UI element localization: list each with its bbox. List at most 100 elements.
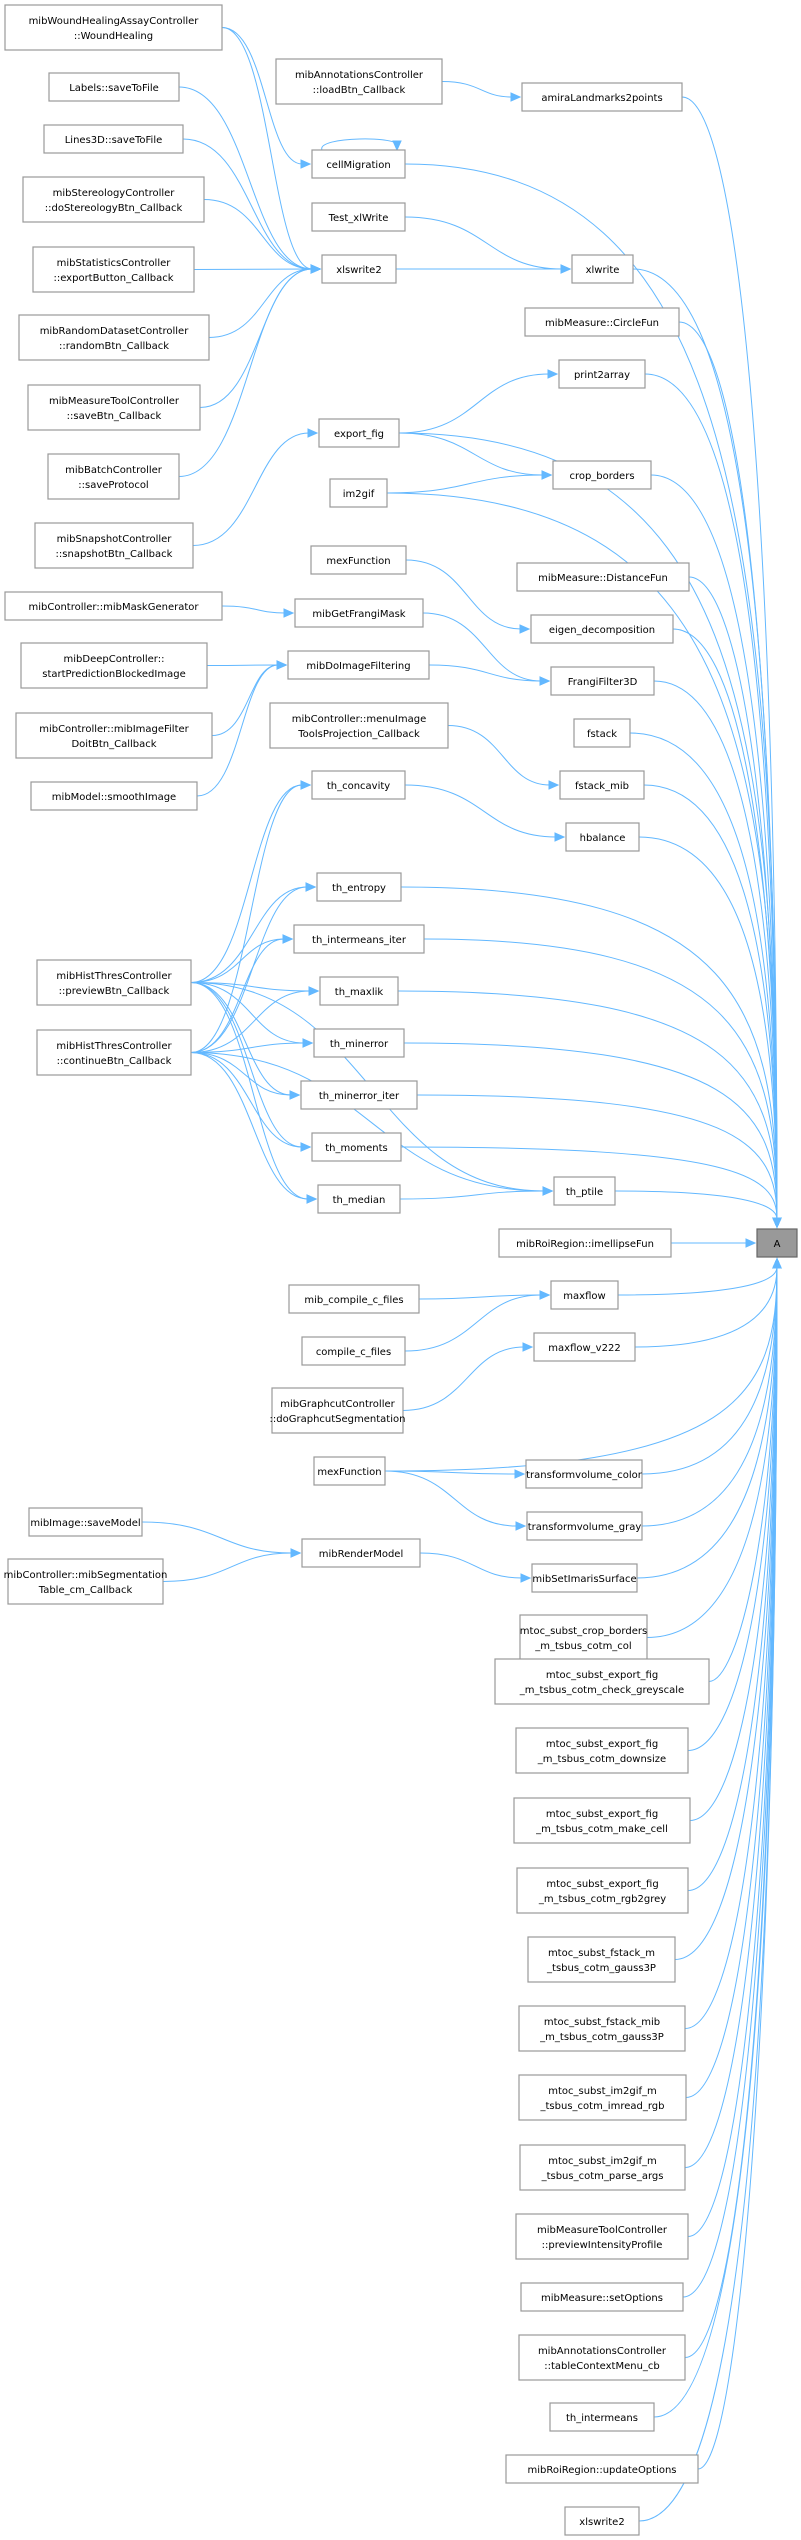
arrowhead-icon [308, 986, 320, 996]
graph-node[interactable]: th_concavity [311, 770, 406, 800]
arrowhead-icon [306, 1194, 318, 1204]
graph-node[interactable]: xlswrite2 [321, 254, 397, 284]
graph-node[interactable]: xlswrite2 [564, 2506, 640, 2536]
graph-node[interactable]: th_moments [311, 1132, 402, 1162]
graph-node[interactable]: print2array [558, 359, 646, 389]
graph-node[interactable]: th_maxlik [319, 976, 399, 1006]
graph-node[interactable]: transformvolume_gray [526, 1511, 643, 1541]
graph-node[interactable]: mibAnnotationsController::tableContextMe… [518, 2334, 686, 2381]
graph-node[interactable]: mibController::mibSegmentationTable_cm_C… [4, 1558, 168, 1605]
node-label: mibController::mibImageFilter [39, 724, 189, 735]
edge-graphcut-to-maxflow_v222 [402, 1342, 534, 1411]
arrowhead-icon [392, 140, 402, 152]
graph-node[interactable]: mibController::mibImageFilterDoitBtn_Cal… [15, 712, 213, 759]
graph-node[interactable]: mibModel::smoothImage [30, 781, 198, 811]
edge-batch_save-to-xlswrite2_mid [178, 264, 322, 477]
graph-node[interactable]: mibRoiRegion::updateOptions [505, 2454, 699, 2484]
graph-node[interactable]: mibController::menuImageToolsProjection_… [269, 702, 449, 749]
node-label: mibImage::saveModel [30, 1518, 140, 1529]
graph-node[interactable]: fstack_mib [559, 770, 645, 800]
graph-node[interactable]: xlwrite [571, 254, 634, 284]
graph-node[interactable]: mib_compile_c_files [288, 1284, 420, 1314]
node-label: mibMeasure::setOptions [541, 2293, 663, 2304]
graph-node[interactable]: th_entropy [316, 872, 402, 902]
graph-node[interactable]: maxflow [550, 1280, 619, 1310]
graph-node[interactable]: mtoc_subst_fstack_mib_m_tsbus_cotm_gauss… [518, 2005, 686, 2052]
graph-node[interactable]: mibImage::saveModel [28, 1507, 143, 1537]
graph-node[interactable]: amiraLandmarks2points [521, 82, 683, 112]
graph-node[interactable]: mtoc_subst_crop_borders_m_tsbus_cotm_col [519, 1614, 648, 1661]
graph-node[interactable]: mexFunction [310, 545, 407, 575]
graph-node[interactable]: th_minerror [313, 1028, 405, 1058]
graph-node[interactable]: mtoc_subst_export_fig_m_tsbus_cotm_downs… [515, 1727, 689, 1774]
graph-node[interactable]: FrangiFilter3D [550, 666, 655, 696]
node-label: _m_tsbus_cotm_check_greyscale [519, 1685, 684, 1696]
graph-node[interactable]: hbalance [565, 822, 640, 852]
target-node[interactable]: A [756, 1228, 798, 1258]
node-box [310, 545, 407, 575]
graph-node[interactable]: mibStatisticsController::exportButton_Ca… [32, 246, 195, 293]
graph-node[interactable]: Lines3D::saveToFile [43, 124, 184, 154]
graph-node[interactable]: fstack [573, 718, 631, 748]
graph-node[interactable]: mibSnapshotController::snapshotBtn_Callb… [34, 522, 194, 569]
graph-node[interactable]: mibStereologyController::doStereologyBtn… [22, 176, 205, 223]
node-label: mtoc_subst_export_fig [546, 1809, 658, 1820]
graph-node[interactable]: mibRandomDatasetController::randomBtn_Ca… [18, 314, 210, 361]
graph-node[interactable]: mtoc_subst_export_fig_m_tsbus_cotm_make_… [513, 1797, 691, 1844]
graph-node[interactable]: mtoc_subst_export_fig_m_tsbus_cotm_rgb2g… [516, 1867, 689, 1914]
graph-node[interactable]: mtoc_subst_im2gif_m_tsbus_cotm_parse_arg… [519, 2144, 686, 2191]
graph-node[interactable]: eigen_decomposition [530, 614, 674, 644]
arrowhead-icon [541, 470, 553, 480]
graph-node[interactable]: mibDeepController::startPredictionBlocke… [20, 642, 208, 689]
node-label: mibGraphcutController [280, 1399, 395, 1410]
graph-node[interactable]: mibHistThresController::continueBtn_Call… [36, 1029, 192, 1076]
graph-node[interactable]: export_fig [318, 418, 400, 448]
graph-node[interactable]: th_intermeans [549, 2402, 655, 2432]
edge-line [402, 1346, 525, 1411]
node-label: mibMeasure::CircleFun [545, 318, 659, 329]
graph-node[interactable]: mibGetFrangiMask [294, 598, 424, 628]
graph-node[interactable]: mibMeasure::CircleFun [524, 307, 680, 337]
graph-node[interactable]: mibGraphcutController::doGraphcutSegment… [270, 1387, 406, 1434]
graph-node[interactable]: th_ptile [553, 1176, 616, 1206]
node-box [515, 2213, 689, 2260]
graph-node[interactable]: mibSetImarisSurface [531, 1563, 638, 1593]
graph-node[interactable]: mexFunction [313, 1456, 386, 1486]
edge-line [386, 474, 544, 494]
graph-node[interactable]: mibRoiRegion::imellipseFun [498, 1228, 672, 1258]
node-box [269, 702, 449, 749]
graph-node[interactable]: mibMeasure::setOptions [520, 2282, 684, 2312]
graph-node[interactable]: mibHistThresController::previewBtn_Callb… [36, 959, 192, 1006]
graph-node[interactable]: mibMeasure::DistanceFun [516, 562, 690, 592]
node-label: amiraLandmarks2points [541, 93, 662, 104]
node-box [518, 2074, 687, 2121]
graph-node[interactable]: crop_borders [552, 460, 652, 490]
graph-node[interactable]: mibRenderModel [301, 1538, 421, 1568]
node-box [34, 522, 194, 569]
graph-node[interactable]: maxflow_v222 [533, 1332, 636, 1362]
graph-node[interactable]: im2gif [329, 478, 388, 508]
graph-node[interactable]: mtoc_subst_export_fig_m_tsbus_cotm_check… [494, 1658, 710, 1705]
graph-node[interactable]: mibMeasureToolController::saveBtn_Callba… [27, 384, 201, 431]
graph-node[interactable]: mibController::mibMaskGenerator [4, 591, 223, 621]
node-label: th_minerror [330, 1039, 389, 1050]
graph-node[interactable]: compile_c_files [301, 1336, 406, 1366]
graph-node[interactable]: mibAnnotationsController::loadBtn_Callba… [275, 58, 443, 105]
graph-node[interactable]: mibMeasureToolController::previewIntensi… [515, 2213, 689, 2260]
graph-node[interactable]: transformvolume_color [525, 1459, 643, 1489]
node-label: export_fig [334, 429, 384, 440]
graph-node[interactable]: mtoc_subst_im2gif_m_tsbus_cotm_imread_rg… [518, 2074, 687, 2121]
graph-node[interactable]: mibBatchController::saveProtocol [47, 453, 180, 500]
graph-node[interactable]: Labels::saveToFile [48, 72, 180, 102]
node-label: hbalance [580, 833, 626, 844]
graph-node[interactable]: mibWoundHealingAssayController::WoundHea… [4, 4, 223, 51]
graph-node[interactable]: th_median [317, 1184, 401, 1214]
node-box [28, 1507, 143, 1537]
graph-node[interactable]: th_minerror_iter [300, 1080, 418, 1110]
graph-node[interactable]: th_intermeans_iter [293, 924, 425, 954]
graph-node[interactable]: mtoc_subst_fstack_m_tsbus_cotm_gauss3P [527, 1936, 676, 1983]
graph-node[interactable]: mibDoImageFiltering [287, 650, 430, 680]
graph-node[interactable]: Test_xlWrite [311, 202, 406, 232]
graph-node[interactable]: cellMigration [311, 149, 406, 179]
edge-line [193, 268, 313, 270]
